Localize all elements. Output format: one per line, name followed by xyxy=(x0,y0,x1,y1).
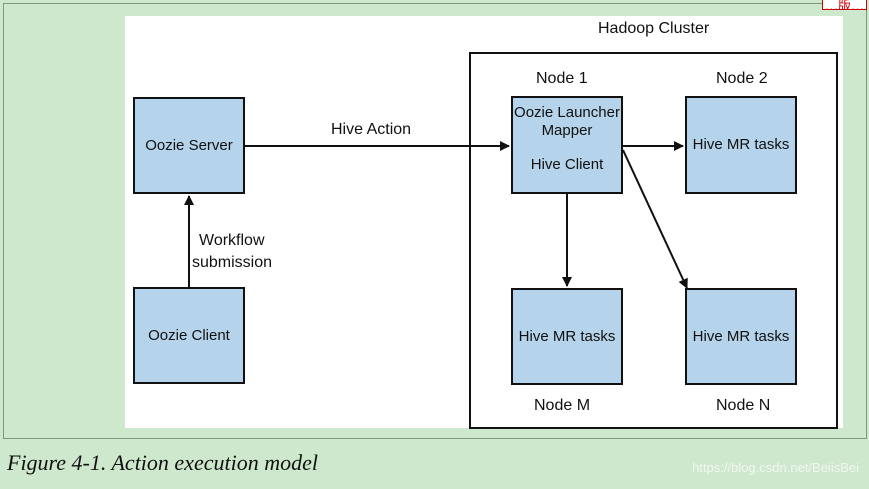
hive-client-label: Hive Client xyxy=(530,156,604,173)
workflow-label-line2: submission xyxy=(192,254,273,271)
hive-mr-nodeN-box: Hive MR tasks xyxy=(685,288,797,385)
node-n-label: Node N xyxy=(716,397,771,414)
node-2-label: Node 2 xyxy=(716,70,768,87)
node-1-label: Node 1 xyxy=(536,70,588,87)
hive-mr-nodeM-box: Hive MR tasks xyxy=(511,288,623,385)
figure-caption: Figure 4-1. Action execution model xyxy=(7,450,318,475)
figure-frame xyxy=(3,3,867,439)
launcher-title-line1: Oozie Launcher xyxy=(514,104,620,121)
oozie-client-label: Oozie Client xyxy=(148,326,230,344)
hive-mr-nodeN-label: Hive MR tasks xyxy=(692,327,790,345)
hive-mr-node2-label: Hive MR tasks xyxy=(692,136,790,153)
hive-action-label: Hive Action xyxy=(331,121,412,138)
workflow-label-line1: Workflow xyxy=(199,232,265,249)
node-m-label: Node M xyxy=(534,397,591,414)
oozie-server-box: Oozie Server xyxy=(133,97,245,194)
launcher-title-line2: Mapper xyxy=(541,122,593,139)
hive-mr-node2-box: Hive MR tasks xyxy=(685,96,797,194)
hive-mr-nodeM-label: Hive MR tasks xyxy=(518,327,616,345)
oozie-launcher-box: Oozie Launcher Mapper Hive Client xyxy=(511,96,623,194)
oozie-client-box: Oozie Client xyxy=(133,287,245,384)
oozie-server-label: Oozie Server xyxy=(145,136,233,154)
cluster-title: Hadoop Cluster xyxy=(598,20,710,37)
header-link[interactable]: …版… xyxy=(821,0,867,10)
watermark-text: https://blog.csdn.net/BeiisBei xyxy=(692,460,859,475)
launcher-to-nodeN-arrow xyxy=(622,149,688,289)
